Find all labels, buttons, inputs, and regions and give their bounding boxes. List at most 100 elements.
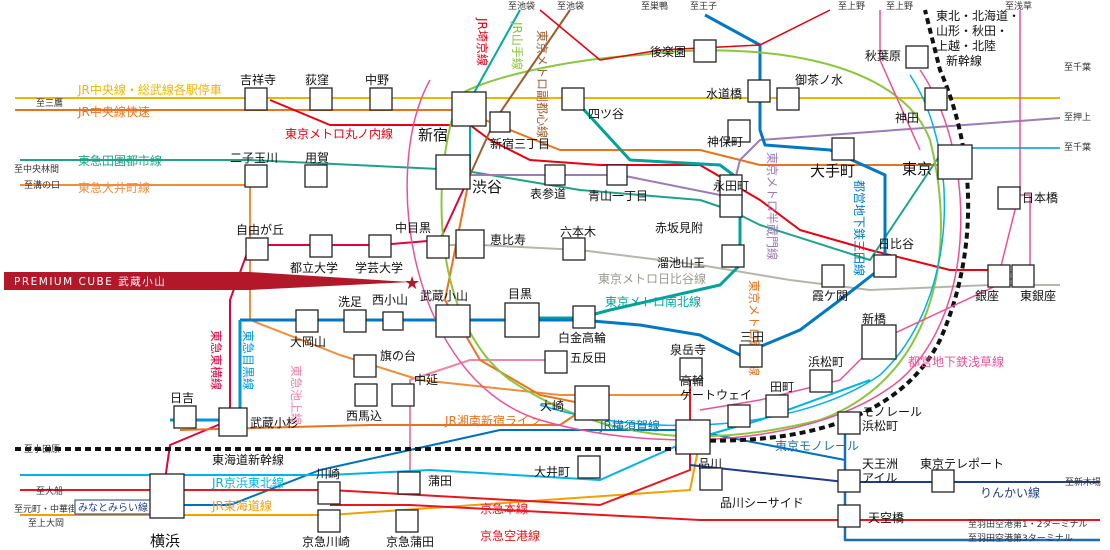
station-label-musashikosugi: 武蔵小杉 [250,416,298,430]
keikyu-airport-label: 京急空港線 [480,528,540,543]
station-label-musashikoyama: 武蔵小山 [420,289,468,303]
station-box-keikyu-kawasaki [317,509,341,533]
station-box-gakugeidaigaku [368,234,392,258]
station-label-yokohama: 横浜 [150,532,180,550]
station-box-tokyo [937,144,973,180]
station-label-suidobashi: 水道橋 [706,87,742,101]
station-box-hibiya [873,254,897,278]
station-label-shirokane: 白金高輪 [558,330,606,345]
station-box-higashiginza [1011,264,1035,288]
station-label-telepo: 東京テレポート [920,457,1004,471]
shonan-label: JR湘南新宿ライン [444,413,541,428]
station-label-tokyo: 東京 [902,160,932,178]
minatomirai-box: みなとみらい線 [74,499,152,515]
chuo-local-label: JR中央線・総武線各駅停車 [77,82,222,97]
station-box-nishikoyama [382,311,404,331]
station-label-ookayama: 大岡山 [290,335,326,349]
station-box-shibuya [435,154,471,190]
hibiya-label: 東京メトロ日比谷線 [598,271,706,286]
station-label-nihombashi: 日本橋 [1022,191,1058,205]
stations: 吉祥寺荻窪中野新宿新宿三丁目四ツ谷後楽園水道橋御茶ノ水秋葉原神保町神田大手町東京… [149,39,1058,550]
station-box-kamata [397,471,421,495]
station-box-toritsudaigaku [309,234,333,258]
station-label-tamachi: 田町 [770,380,794,394]
misc-north-line [539,9,831,61]
station-label-senzoku: 洗足 [338,295,362,309]
station-label-yotsuya: 四ツ谷 [588,107,624,121]
station-box-kasumigaseki [821,264,845,288]
station-box-kichijoji [244,87,268,111]
station-label-kamata: 蒲田 [428,474,452,488]
station-label-ochanomizu: 御茶ノ水 [795,72,843,87]
station-box-gotanda [544,350,568,374]
station-label-ginza: 銀座 [975,288,999,303]
station-label-hamamatsucho: 浜松町 [808,355,844,369]
station-box-akihabara [905,45,929,69]
banner-text: PREMIUM CUBE 武蔵小山 [14,275,166,288]
station-box-akasakamitsuke [719,194,743,218]
meguro-label: 東急目黒線 [241,330,256,390]
station-label-akasakamitsuke: 赤坂見附 [655,221,703,235]
station-label-kichijoji: 吉祥寺 [240,73,276,87]
oimachi-label: 東急大井町線 [78,180,150,195]
station-box-yokohama [149,473,185,519]
yamanote-label: JR山手線 [510,21,525,70]
denentoshi-line [20,154,941,261]
monorail-label: 東京モノレール [775,439,859,453]
station-box-nishimagome [354,383,378,407]
station-label-jiyugaoka: 自由が丘 [236,222,284,237]
station-box-jimbocho [727,119,751,143]
station-label-osaki: 大崎 [540,399,564,413]
rinkai-label: りんかい線 [980,485,1040,500]
station-box-hiyoshi [173,405,197,429]
station-box-ochanomizu [776,87,800,111]
station-label-shimbashi: 新橋 [862,311,886,326]
station-label-tenkubashi: 天空橋 [868,511,904,525]
station-label-otemachi: 大手町 [810,162,855,180]
station-box-shimbashi [861,324,897,360]
yokosuka-label: JR横須賀線 [599,418,660,433]
dest-oji: 至王子 [690,1,717,12]
dest-chiba2: 至千葉 [1064,141,1091,153]
station-box-shinjuku [451,91,487,127]
shinkansen-arc [689,9,971,443]
station-label-mita: 三田 [740,330,764,344]
ikegami-label: 東急池上線 [289,365,304,425]
station-label-takanawa: 高輪ゲートウェイ [680,373,752,402]
station-box-meguro [504,302,540,338]
dest-mitaka: 至三鷹 [36,97,63,109]
station-box-osaki [574,385,610,421]
station-label-keikyu-kawasaki: 京急川崎 [302,534,350,549]
dest-mizonokuchi: 至溝の口 [24,179,60,191]
station-label-nishikoyama: 西小山 [372,293,408,307]
station-label-gotanda: 五反田 [570,351,606,365]
station-label-meguro: 目黒 [508,287,532,301]
keikyu-label: 京急本線 [480,501,528,516]
station-box-futako [244,164,268,188]
station-box-keikyu-kamata [395,509,419,533]
station-label-ogikubo: 荻窪 [305,72,329,87]
station-box-sengakuji [679,357,703,381]
marunouchi-line [269,99,1000,271]
station-label-shinjuku-sanchome: 新宿三丁目 [490,136,550,151]
station-label-yoga: 用賀 [305,151,329,165]
premium-banner: PREMIUM CUBE 武蔵小山 ★ [4,272,420,294]
station-box-monorail-hamamatsucho [837,411,861,435]
station-label-ebisu: 恵比寿 [490,233,526,247]
dest-chiba1: 至千葉 [1064,61,1091,73]
station-label-hibiya: 日比谷 [878,237,914,251]
yamanote-ring [440,49,942,438]
marunouchi-label: 東京メトロ丸ノ内線 [285,126,393,141]
station-box-musashikosugi [218,407,248,437]
station-label-omotesando: 表参道 [530,186,566,201]
station-box-ebisu [455,229,485,259]
station-label-roppongi: 六本木 [560,225,596,239]
station-box-hatanodai [353,354,377,378]
station-box-otemachi [831,137,855,161]
station-box-korakuen [693,39,717,63]
keikyu-airport-line [330,504,1100,521]
station-box-shinjuku-sanchome [489,111,511,133]
ikegami-line [409,359,560,480]
station-label-nakano: 中野 [365,72,389,87]
destinations: 至三鷹 至中央林間 至溝の口 至小田原 至大船 至元町・中華街 至上大岡 至池袋… [14,0,1101,544]
